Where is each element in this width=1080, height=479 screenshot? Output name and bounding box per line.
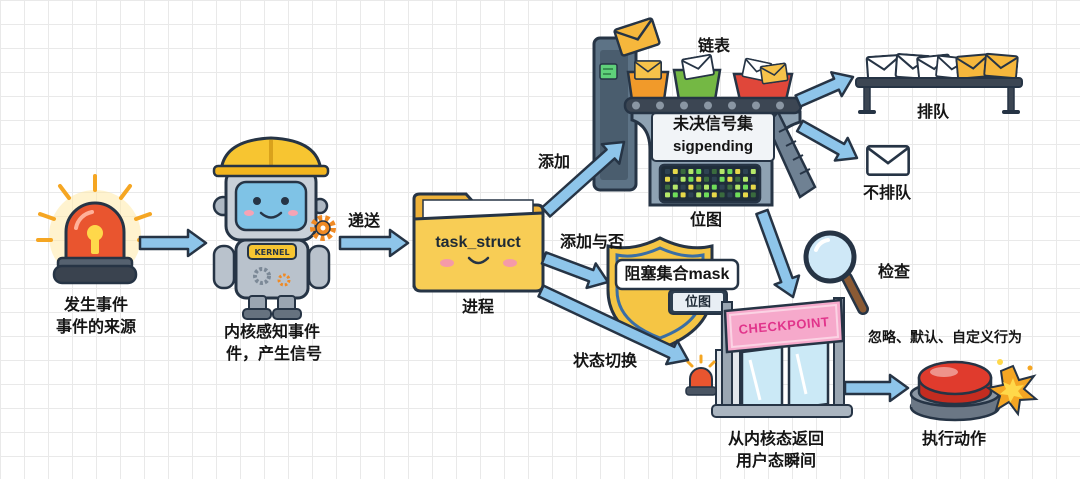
linked-list-label: 链表 (698, 38, 731, 55)
execute-arrow (843, 373, 910, 403)
queue-arrow (794, 71, 855, 108)
envelope-icon (866, 145, 910, 176)
envelope-icon (612, 16, 662, 58)
process-label: 进程 (461, 299, 495, 316)
gear-icon (310, 215, 336, 241)
add-or-not-edge-label: 添加与否 (560, 234, 625, 251)
shield-icon (606, 236, 740, 351)
checkpoint-label-line1: 从内核态返回 (727, 431, 825, 448)
checkpoint-gate-icon (711, 297, 853, 418)
check-arrow (755, 208, 801, 299)
explosion-icon (985, 359, 1039, 417)
execute-action-label: 执行动作 (921, 431, 987, 448)
deliver-arrow (338, 228, 410, 258)
action-edge-label: 忽略、默认、自定义行为 (868, 329, 1022, 345)
conveyor-machine-icon (592, 16, 817, 207)
state-switch-arrow (537, 284, 690, 366)
not-queued-label: 不排队 (863, 185, 912, 202)
deliver-edge-label: 递送 (348, 213, 381, 230)
kernel-label-line1: 内核感知事件 (223, 324, 321, 341)
magnifying-glass-icon (803, 230, 869, 315)
red-button-icon (909, 360, 1001, 422)
folder-icon (412, 192, 545, 293)
blocked-bitmap-badge: 位图 (684, 294, 712, 309)
blocked-mask-title: 阻塞集合mask (624, 266, 730, 283)
task-struct-text: task_struct (435, 234, 521, 251)
robot-icon: KERNEL (212, 136, 331, 320)
state-switch-edge-label: 状态切换 (573, 353, 638, 370)
envelope-stack-icon (855, 52, 1023, 114)
add-or-not-arrow (540, 251, 610, 290)
queued-label: 排队 (917, 104, 950, 121)
add-edge-label: 添加 (538, 154, 571, 171)
source-to-kernel-arrow (138, 228, 208, 258)
flow-arrows (138, 71, 910, 403)
add-arrow (540, 140, 626, 218)
kernel-label-line2: 件，产生信号 (225, 346, 323, 363)
pending-set-title: 未决信号集 (672, 116, 754, 133)
checkpoint-label-line2: 用户态瞬间 (735, 453, 817, 470)
source-label-line1: 发生事件 (63, 297, 129, 314)
source-label-line2: 事件的来源 (55, 319, 137, 336)
alarm-light-icon (36, 174, 154, 285)
bitmap-display (658, 163, 762, 204)
check-label: 检查 (878, 264, 911, 281)
pending-bitmap-label: 位图 (690, 212, 723, 229)
kernel-badge-text: KERNEL (254, 248, 289, 257)
no-queue-arrow (795, 119, 859, 162)
pending-set-subtitle: sigpending (673, 138, 753, 155)
siren-icon (685, 354, 717, 396)
